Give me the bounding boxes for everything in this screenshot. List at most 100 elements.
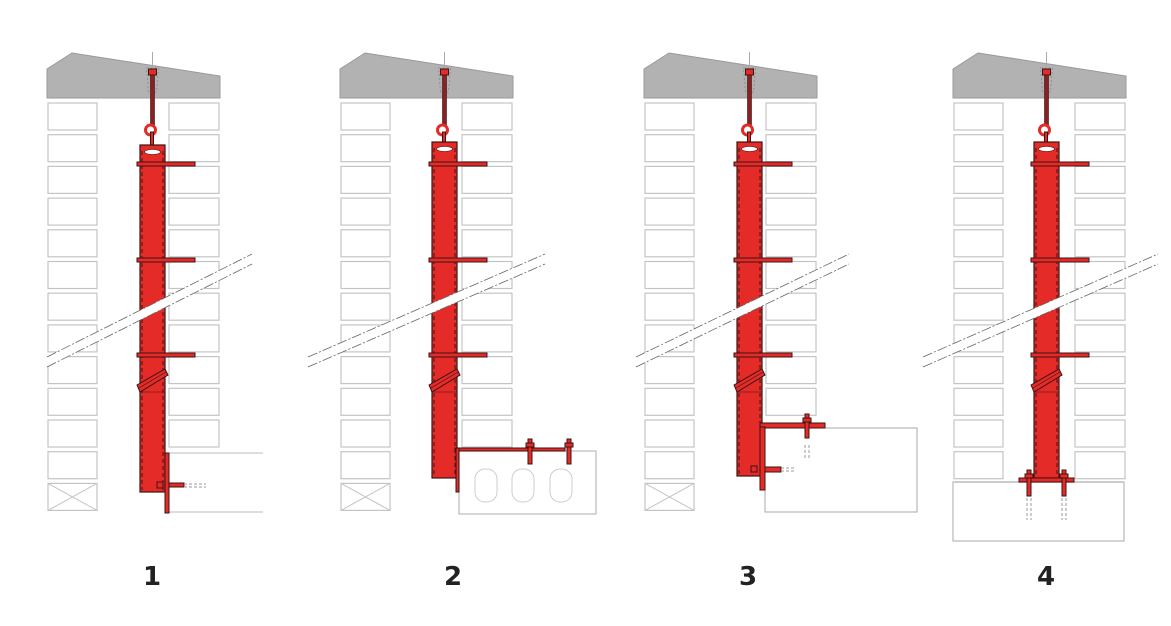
- brick: [340, 419, 391, 448]
- fitting-line: [1032, 371, 1061, 389]
- brick: [1074, 165, 1126, 194]
- roof-line-bottom: [46, 263, 253, 368]
- slab-bolt-cap: [527, 438, 533, 444]
- brick-cross: [644, 482, 695, 511]
- roof-line-top: [46, 253, 253, 358]
- brick: [461, 197, 513, 226]
- base-plate: [1018, 477, 1075, 483]
- duct-opening: [1038, 146, 1055, 152]
- wall-anchor: [168, 482, 185, 488]
- l-bracket-top: [454, 447, 566, 452]
- anchor-nut: [745, 68, 754, 76]
- brick: [168, 165, 220, 194]
- brick: [168, 102, 220, 131]
- panel-1: [46, 52, 253, 511]
- brick: [765, 324, 817, 353]
- brick: [47, 260, 98, 290]
- brick: [953, 197, 1004, 226]
- brick: [953, 292, 1004, 321]
- brick: [765, 356, 817, 385]
- brick: [765, 229, 817, 258]
- brick: [644, 165, 695, 194]
- ceiling-slab: [339, 52, 514, 99]
- ceiling-slab: [46, 52, 221, 99]
- brick-cross: [47, 482, 98, 511]
- floor-base: [952, 481, 1125, 542]
- brick: [47, 419, 98, 448]
- brick: [765, 134, 817, 163]
- edge-bracket-top: [759, 422, 826, 429]
- brick: [1074, 451, 1126, 480]
- brick: [168, 324, 220, 353]
- slab-bolt-shaft: [527, 446, 533, 465]
- brick: [168, 229, 220, 258]
- brick: [644, 419, 695, 448]
- brick: [168, 134, 220, 163]
- brick: [461, 102, 513, 131]
- brick: [953, 387, 1004, 416]
- brick: [765, 197, 817, 226]
- brick: [765, 102, 817, 131]
- base-bolt-cap: [1061, 469, 1067, 475]
- floor-slab: [764, 427, 918, 513]
- brick: [461, 324, 513, 353]
- slanted-fitting: [1030, 368, 1063, 393]
- anchor-nut: [148, 68, 157, 76]
- roof-line-bottom: [307, 263, 546, 368]
- slab-void: [511, 468, 535, 503]
- fitting-line: [430, 371, 459, 389]
- brick: [168, 387, 220, 416]
- brick: [461, 165, 513, 194]
- anchor-nut: [156, 481, 164, 489]
- brick: [340, 387, 391, 416]
- hook-link: [150, 131, 154, 147]
- slab-void: [549, 468, 573, 503]
- edge-bolt-shaft: [804, 421, 810, 439]
- support-arm: [733, 352, 793, 358]
- fitting-line: [735, 371, 764, 389]
- brick: [461, 356, 513, 385]
- roof-gap: [308, 254, 545, 367]
- anchor-sleeve: [1040, 67, 1053, 93]
- support-arm: [136, 352, 196, 358]
- slab-bolt-nut: [564, 442, 574, 448]
- brick: [644, 134, 695, 163]
- brick: [340, 197, 391, 226]
- anchor-nut: [440, 68, 449, 76]
- slab-bolt-shaft: [566, 446, 572, 465]
- roof-line-bottom: [635, 263, 850, 368]
- roof-line-bottom: [922, 263, 1159, 368]
- brick: [644, 387, 695, 416]
- brick: [953, 165, 1004, 194]
- brick: [1074, 197, 1126, 226]
- base-bolt-nut: [1059, 473, 1069, 479]
- brick: [461, 292, 513, 321]
- duct-opening: [741, 146, 758, 152]
- support-arm: [136, 161, 196, 167]
- brick: [644, 451, 695, 480]
- brick: [47, 197, 98, 226]
- brick: [47, 102, 98, 131]
- brick: [1074, 419, 1126, 448]
- brick: [461, 387, 513, 416]
- duct-opening: [436, 146, 453, 152]
- brick: [461, 134, 513, 163]
- brick: [1074, 387, 1126, 416]
- slanted-fitting: [136, 368, 169, 393]
- edge-bracket-side: [759, 426, 766, 491]
- brick: [340, 356, 391, 385]
- brick: [47, 387, 98, 416]
- brick: [953, 102, 1004, 131]
- brick: [953, 419, 1004, 448]
- support-arm: [733, 257, 793, 263]
- threaded-rod: [747, 74, 752, 126]
- brick: [47, 229, 98, 258]
- roof-gap: [47, 254, 252, 367]
- panel-4: [922, 52, 1159, 480]
- support-arm: [428, 161, 488, 167]
- brick-cross: [340, 482, 391, 511]
- panel-label-3: 3: [738, 562, 758, 592]
- brick: [168, 356, 220, 385]
- anchor-nut: [1042, 68, 1051, 76]
